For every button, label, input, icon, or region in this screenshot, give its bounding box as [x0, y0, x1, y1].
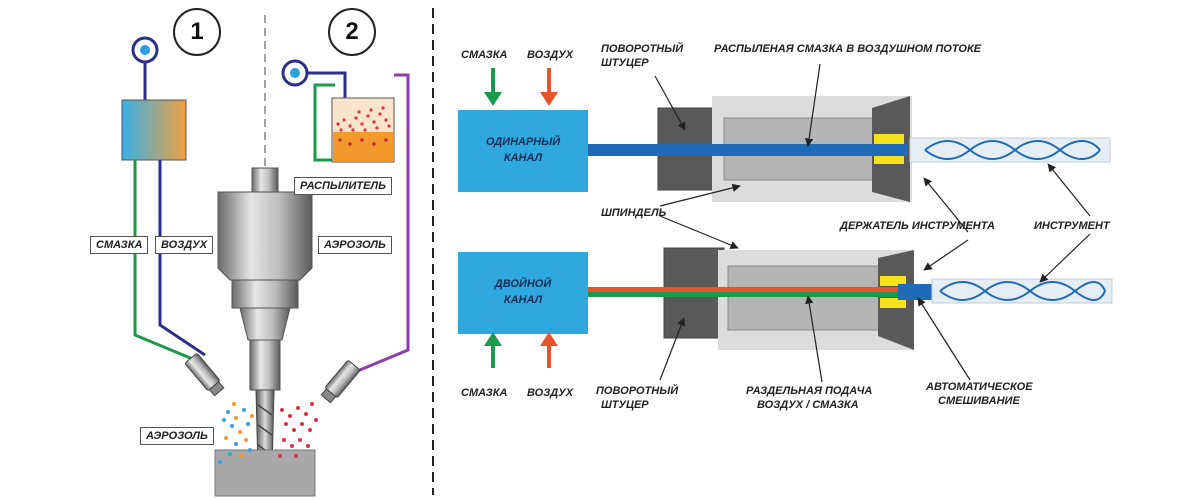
double-channel-line-1: ДВОЙНОЙ [494, 278, 552, 290]
double-channel-box [458, 252, 588, 334]
lubricant-label-left: СМАЗКА [90, 236, 149, 254]
air-source-dot-1 [140, 45, 150, 55]
spindle-top [251, 167, 279, 193]
single-channel-line-1: ОДИНАРНЫЙ [485, 136, 561, 148]
separate-feed-label-2: ВОЗДУХ / СМАЗКА [757, 399, 859, 411]
air-source-dot-2 [290, 68, 300, 78]
air-line-left [158, 160, 206, 357]
method-2-badge: 2 [328, 8, 376, 56]
spindle-housing [217, 191, 313, 281]
nozzle-left [185, 353, 225, 397]
air-label-left: ВОЗДУХ [155, 236, 214, 254]
holder-ring-bottom-1 [880, 276, 906, 286]
swivel-fitting-label-top-2: ШТУЦЕР [601, 57, 649, 69]
workpiece [214, 449, 316, 497]
lubricant-line-left [133, 160, 196, 362]
lubricant-arrowhead-top [484, 92, 502, 106]
air-pipe-double [588, 287, 898, 292]
aerosol-label-bottom: АЭРОЗОЛЬ [140, 427, 214, 445]
double-channel-line-2: КАНАЛ [503, 294, 543, 306]
sprayer-droplets [336, 106, 391, 146]
holder-ring-top-2 [874, 154, 904, 164]
spindle-collar [231, 279, 299, 309]
mixer-unit [121, 99, 187, 161]
auto-mixing-label-2: СМЕШИВАНИЕ [938, 395, 1020, 407]
lubricant-pipe-double [588, 292, 898, 297]
tool-flute-bottom-b [939, 281, 1106, 301]
holder-ring-top-1 [874, 134, 904, 144]
sprayer-liquid [333, 132, 393, 161]
sprayer-label: РАСПЫЛИТЕЛЬ [294, 177, 392, 195]
pointer-lines [654, 63, 1091, 383]
separate-feed-label-1: РАЗДЕЛЬНАЯ ПОДАЧА [746, 385, 873, 397]
single-channel-box [458, 110, 588, 192]
holder-ring-bottom-2 [880, 298, 906, 308]
air-arrowhead-bottom [540, 332, 558, 346]
air-label-top: ВОЗДУХ [527, 49, 574, 61]
lubricant-label-bottom: СМАЗКА [461, 387, 508, 399]
spindle-cone [239, 307, 291, 341]
aerosol-label-right: АЭРОЗОЛЬ [318, 236, 392, 254]
single-channel-line-2: КАНАЛ [503, 152, 543, 164]
swivel-fitting-label-bottom-1: ПОВОРОТНЫЙ [596, 385, 679, 397]
lubricant-line-right [313, 83, 335, 162]
swivel-fitting-label-top-1: ПОВОРОТНЫЙ [601, 43, 684, 55]
nozzle-right [320, 360, 360, 404]
spindle-label: ШПИНДЕЛЬ [601, 207, 667, 219]
tool-holder-left [249, 339, 281, 391]
sprayed-lubricant-label: РАСПЫЛЕНАЯ СМАЗКА В ВОЗДУШНОМ ПОТОКЕ [714, 43, 982, 55]
tool-holder-label: ДЕРЖАТЕЛЬ ИНСТРУМЕНТА [840, 220, 995, 232]
air-arrowhead-top [540, 92, 558, 106]
mixing-zone [898, 284, 932, 300]
aerosol-spray-right [278, 402, 318, 458]
double-channel-label: ДВОЙНОЙ КАНАЛ [458, 276, 588, 308]
lubricant-arrowhead-bottom [484, 332, 502, 346]
left-panel [121, 15, 410, 497]
aerosol-spray-left [218, 402, 254, 464]
spindle-bore-bottom [727, 265, 883, 331]
channel-pipe-single [588, 144, 908, 156]
tool-label: ИНСТРУМЕНТ [1034, 220, 1110, 232]
aerosol-line [354, 73, 410, 374]
single-channel-label: ОДИНАРНЫЙ КАНАЛ [458, 134, 588, 166]
method-1-badge: 1 [173, 8, 221, 56]
right-panel [458, 63, 1113, 383]
lubricant-label-top: СМАЗКА [461, 49, 508, 61]
auto-mixing-label-1: АВТОМАТИЧЕСКОЕ [926, 381, 1033, 393]
supply-line-2 [307, 71, 347, 98]
swivel-fitting-label-bottom-2: ШТУЦЕР [601, 399, 649, 411]
tool-flute-top-b [924, 140, 1101, 160]
air-label-bottom: ВОЗДУХ [527, 387, 574, 399]
